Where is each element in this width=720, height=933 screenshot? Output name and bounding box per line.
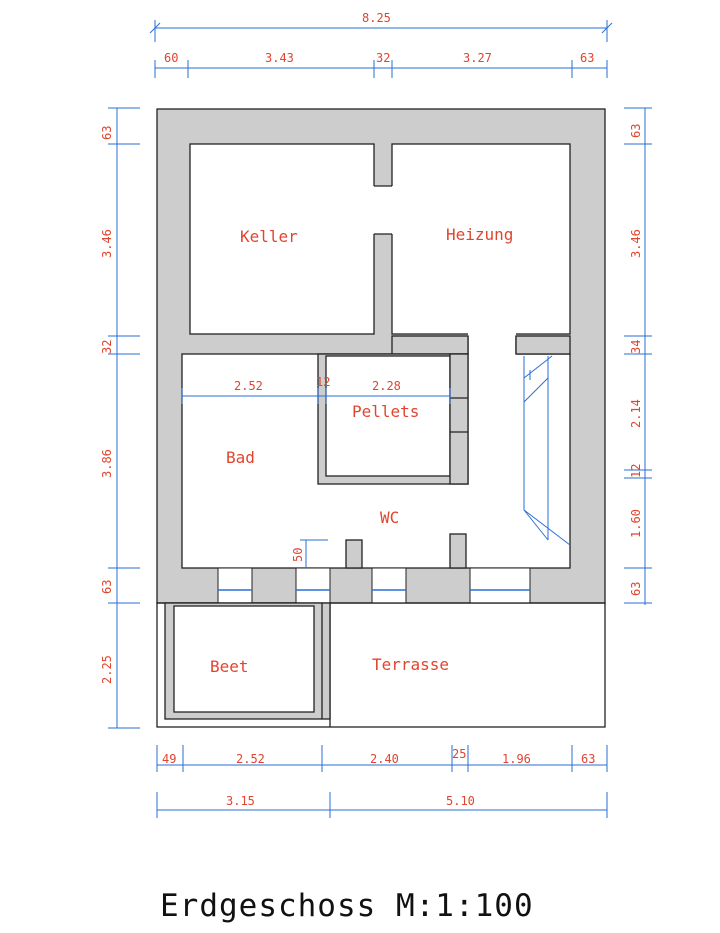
room-keller: [189, 143, 375, 335]
dim-right-3: 2.14: [629, 399, 643, 428]
dim-top-3: 3.27: [463, 51, 492, 65]
dim-top-4: 63: [580, 51, 594, 65]
dim-right-6: 63: [629, 582, 643, 596]
label-heizung: Heizung: [446, 225, 513, 244]
dim-left-5: 2.25: [100, 655, 114, 684]
label-terrasse: Terrasse: [372, 655, 449, 674]
dim-int-0: 2.52: [234, 379, 263, 393]
dim-int-1: 12: [316, 375, 330, 389]
dim-bottom-2: 2.40: [370, 752, 399, 766]
stair: [523, 355, 571, 546]
dimensions-interior: 2.52 12 2.28 50: [181, 375, 451, 568]
dim-right-0: 63: [629, 124, 643, 138]
stub-wall-right: [515, 335, 571, 355]
drawing-title: Erdgeschoss M:1:100: [160, 888, 534, 924]
dim-int-2: 2.28: [372, 379, 401, 393]
label-pellets: Pellets: [352, 402, 419, 421]
stub-wall: [391, 335, 469, 355]
terrace-outline: [156, 602, 606, 728]
dim-bottom-3: 25: [452, 747, 466, 761]
dim-right-5: 1.60: [629, 509, 643, 538]
dim-left-1: 3.46: [100, 229, 114, 258]
keller-heizung-doorway: [373, 186, 393, 234]
dim-right-4: 12: [629, 464, 643, 478]
dim-top-0: 60: [164, 51, 178, 65]
heizung-hall-opening: [468, 333, 516, 355]
beet-bed: [173, 605, 315, 713]
label-beet: Beet: [210, 657, 249, 676]
dimensions-left: 63 3.46 32 3.86 63 2.25: [100, 107, 140, 729]
dim-bottom-4: 1.96: [502, 752, 531, 766]
dim-left-4: 63: [100, 580, 114, 594]
dimensions-top: 8.25 60 3.43 32 3.27 63: [149, 11, 613, 78]
dim-bottom-1: 2.52: [236, 752, 265, 766]
dimensions-right: 63 3.46 34 2.14 12 1.60 63: [624, 107, 652, 605]
dim-bottom-5: 63: [581, 752, 595, 766]
room-pellets: [325, 355, 451, 477]
dimensions-bottom: 49 2.52 2.40 25 1.96 63 3.15 5.10: [156, 745, 608, 818]
dim-left-3: 3.86: [100, 449, 114, 478]
dim-top-2: 32: [376, 51, 390, 65]
dim-bottom-total-0: 3.15: [226, 794, 255, 808]
dim-int-3: 50: [291, 548, 305, 562]
dim-left-2: 32: [100, 340, 114, 354]
dim-right-2: 34: [629, 340, 643, 354]
label-bad: Bad: [226, 448, 255, 467]
room-heizung: [391, 143, 571, 335]
dim-top-total: 8.25: [362, 11, 391, 25]
dim-top-1: 3.43: [265, 51, 294, 65]
dim-bottom-0: 49: [162, 752, 176, 766]
dim-right-1: 3.46: [629, 229, 643, 258]
dim-bottom-total-1: 5.10: [446, 794, 475, 808]
dim-left-0: 63: [100, 126, 114, 140]
label-wc: WC: [380, 508, 399, 527]
label-keller: Keller: [240, 227, 298, 246]
